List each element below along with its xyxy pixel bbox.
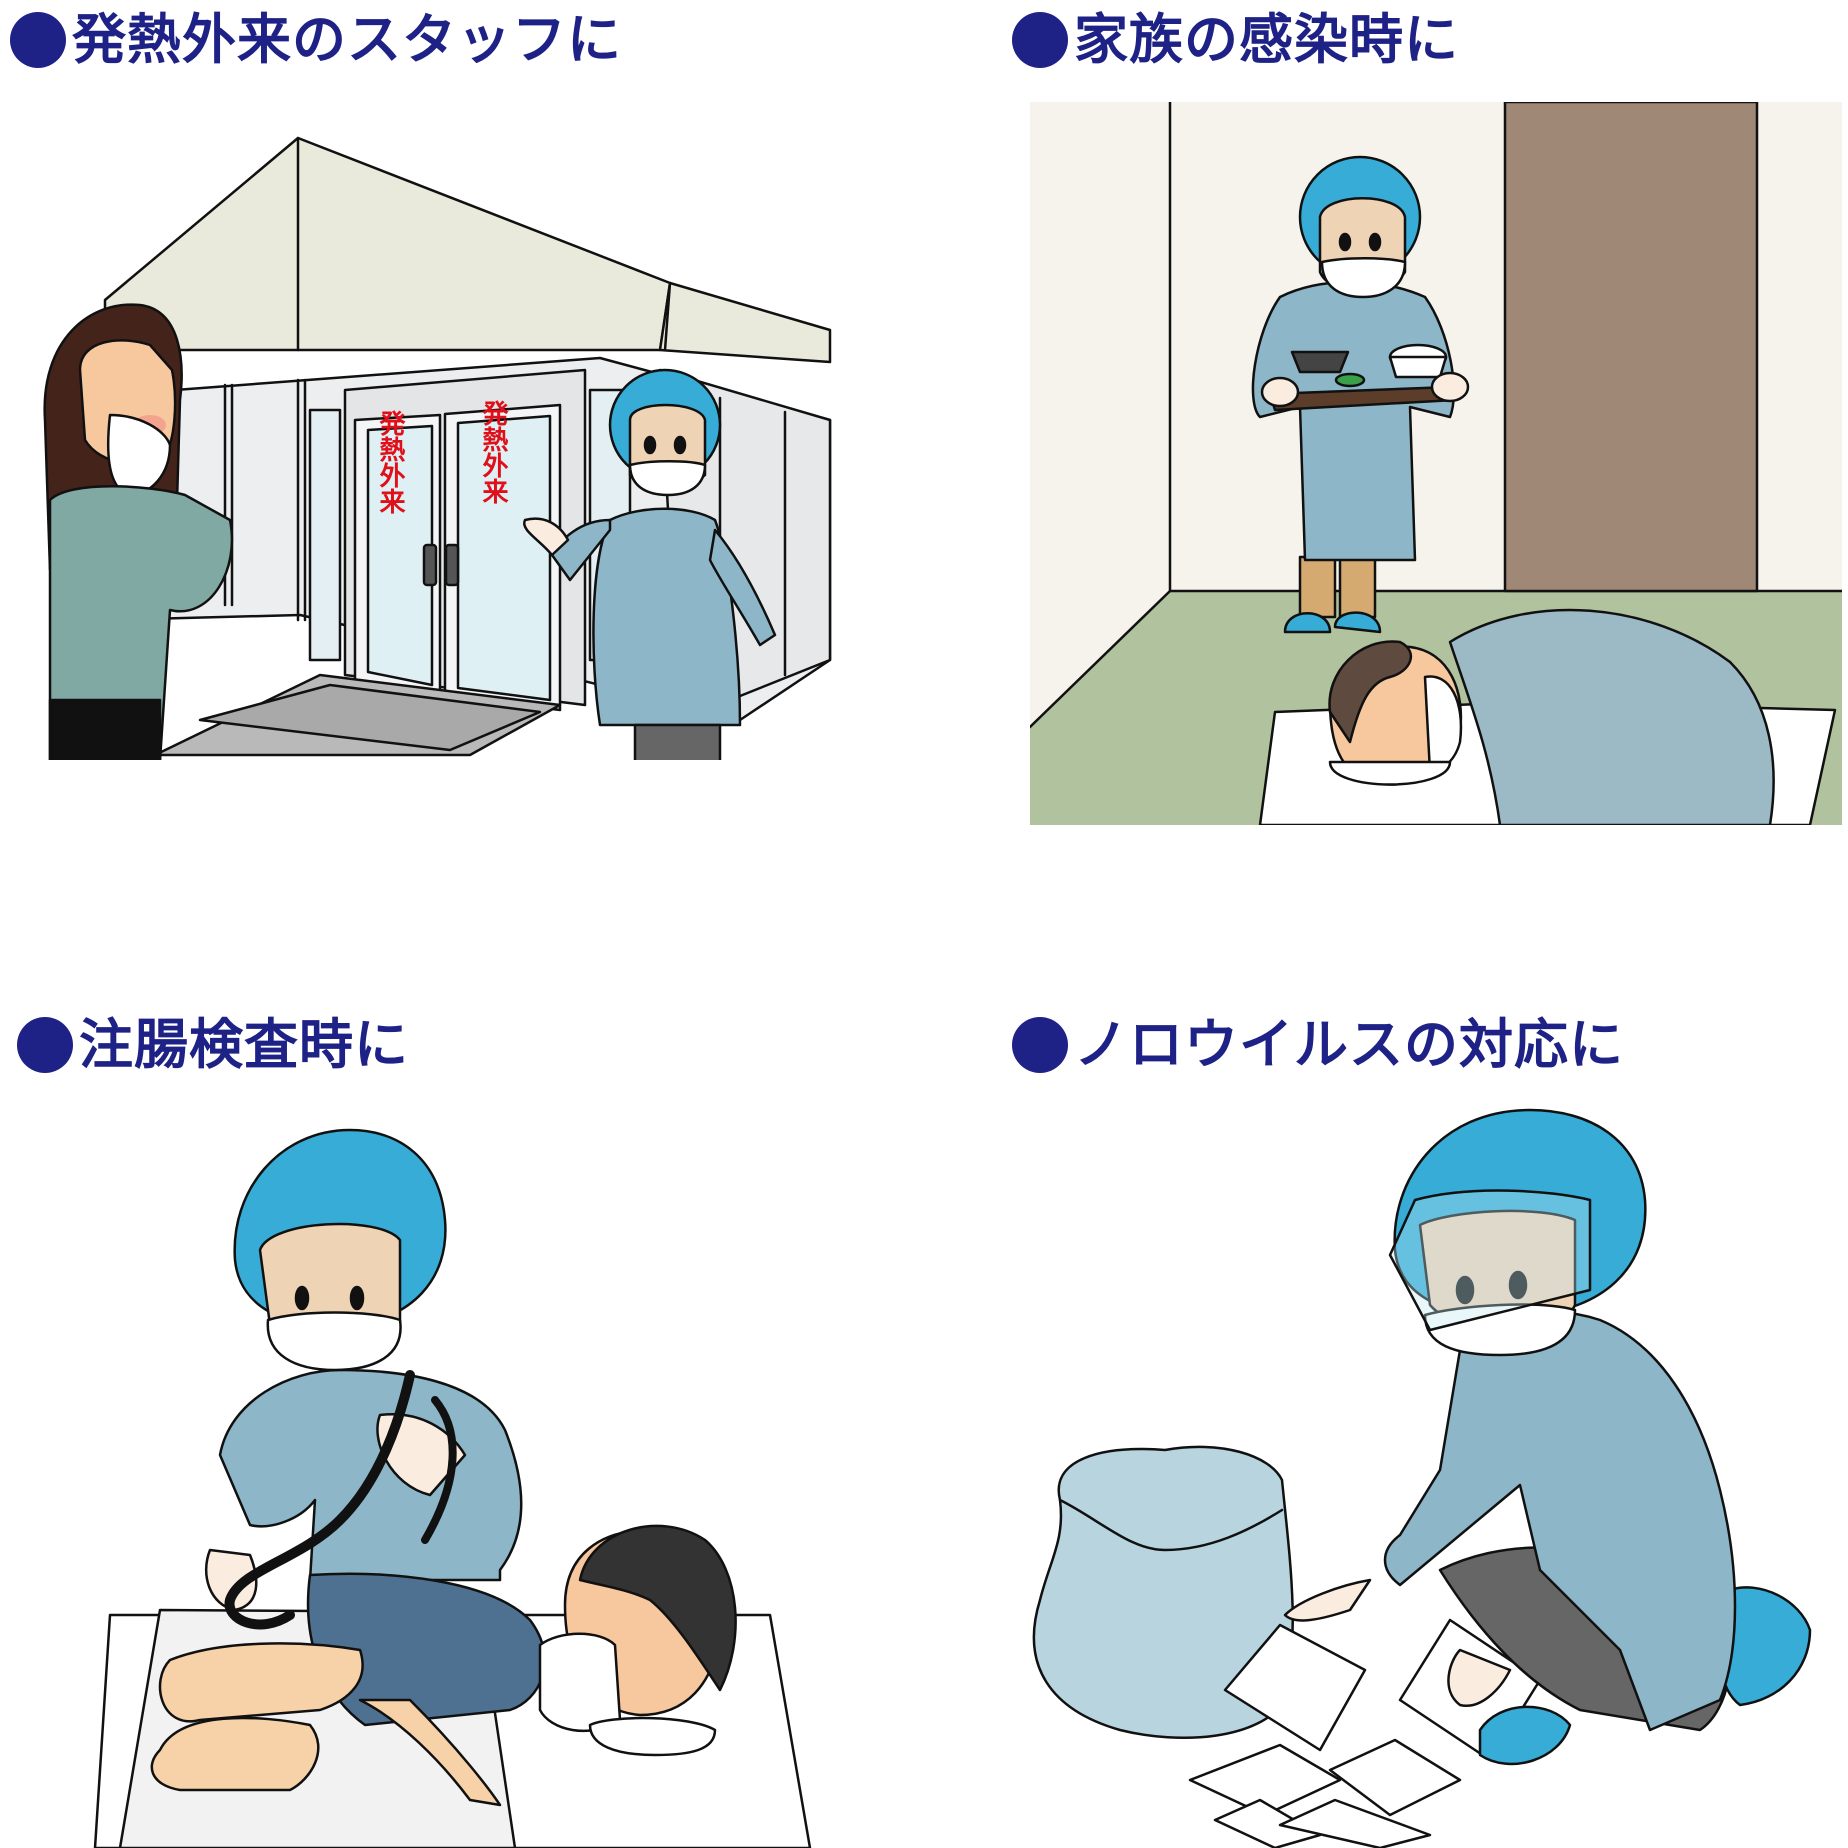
sleeping-family-member: [1328, 608, 1775, 825]
panel-title-text: 注腸検査時に: [79, 1013, 409, 1076]
door-sign-left: 発熱外来: [375, 410, 405, 514]
paper: [1188, 1743, 1342, 1817]
illustration-enema-exam: [60, 1100, 840, 1848]
panel-title-text: ノロウイルスの対応に: [1074, 1013, 1624, 1076]
bullet-icon: [1012, 1017, 1068, 1073]
bullet-icon: [10, 12, 66, 68]
woman-patient: [43, 303, 234, 760]
paper: [1278, 1798, 1432, 1848]
enema-exam-scene: [93, 1128, 812, 1848]
panel-title-text: 発熱外来のスタッフに: [72, 8, 622, 71]
caregiver-with-tray: [1251, 155, 1470, 634]
panel-title-family-infection: 家族の感染時に: [1012, 12, 1459, 68]
cleaning-staff: [1283, 1108, 1812, 1766]
face-shield: [1388, 1189, 1592, 1332]
examiner-staff: [205, 1128, 523, 1630]
panel-title-enema-exam: 注腸検査時に: [17, 1017, 409, 1073]
patient-lying-on-side: [150, 1524, 737, 1807]
illustration-family-room: [1030, 102, 1842, 825]
illustration-norovirus: [1020, 1090, 1820, 1848]
paper: [1223, 1623, 1367, 1752]
fever-clinic-scene: [43, 136, 832, 760]
norovirus-scene: [1032, 1108, 1812, 1848]
panel-title-text: 家族の感染時に: [1074, 8, 1459, 71]
panel-title-fever-clinic: 発熱外来のスタッフに: [10, 12, 622, 68]
awning-roof: [103, 136, 672, 352]
illustration-fever-clinic: 発熱外来 発熱外来: [0, 100, 860, 760]
paper: [1328, 1738, 1462, 1817]
bullet-icon: [17, 1017, 73, 1073]
endoscope-tube: [224, 1370, 415, 1630]
door-sign-right: 発熱外来: [478, 400, 508, 504]
bullet-icon: [1012, 12, 1068, 68]
staff-in-gown: [523, 368, 777, 760]
panel-title-norovirus: ノロウイルスの対応に: [1012, 1017, 1624, 1073]
family-room-scene: [1030, 102, 1842, 825]
sliding-door: [1503, 102, 1759, 593]
